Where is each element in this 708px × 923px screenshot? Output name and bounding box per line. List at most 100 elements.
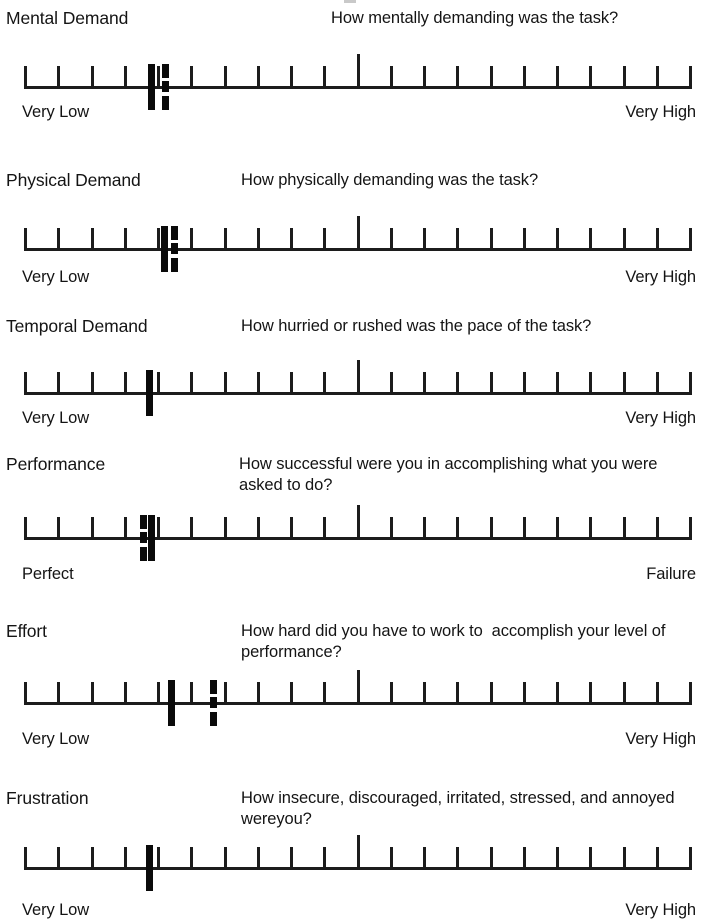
anchor-right-physical-demand: Very High [625, 268, 696, 286]
dimension-question-physical-demand: How physically demanding was the task? [241, 171, 539, 189]
scale-tick [389, 517, 393, 540]
response-mark-effort-2-seg1[interactable] [210, 680, 217, 694]
scale-tick [90, 372, 94, 395]
scale-tick [489, 847, 493, 870]
scale-tick [190, 66, 194, 89]
scale-tick [256, 372, 260, 395]
scale-tick [290, 228, 293, 251]
scale-tick [655, 517, 659, 540]
scale-tick [622, 372, 626, 395]
scale-tick [123, 228, 127, 251]
scale-tick [24, 682, 27, 705]
anchor-left-effort: Very Low [22, 730, 90, 748]
scale-tick [223, 682, 227, 705]
response-mark-physical-demand-2-seg3[interactable] [171, 258, 178, 272]
response-mark-performance-1-seg1[interactable] [140, 515, 147, 529]
scale-tick [323, 66, 327, 89]
scale-tick [689, 517, 692, 540]
rating-scale-performance[interactable] [0, 503, 708, 565]
scale-tick [290, 372, 293, 395]
anchor-left-frustration: Very Low [22, 901, 90, 919]
scale-tick-midpoint [356, 505, 360, 540]
anchor-right-temporal-demand: Very High [625, 409, 696, 427]
scale-tick [157, 847, 160, 870]
scale-tick [223, 517, 227, 540]
scale-tick [323, 847, 327, 870]
response-mark-effort-1[interactable] [168, 680, 175, 726]
response-mark-effort-2-seg3[interactable] [210, 712, 217, 726]
response-mark-performance-2[interactable] [148, 515, 155, 561]
dimension-title-effort: Effort [6, 621, 47, 641]
rating-scale-mental-demand[interactable] [0, 52, 708, 114]
response-mark-performance-1-seg3[interactable] [140, 547, 147, 561]
response-mark-physical-demand-2-seg2[interactable] [171, 243, 178, 254]
response-mark-performance-1-seg2[interactable] [140, 532, 147, 543]
scale-tick [290, 66, 293, 89]
scale-tick [323, 228, 327, 251]
response-mark-temporal-demand-1[interactable] [146, 370, 153, 416]
scale-tick [423, 66, 426, 89]
scale-tick [223, 66, 227, 89]
rating-scale-physical-demand[interactable] [0, 214, 708, 276]
anchor-left-performance: Perfect [22, 565, 74, 583]
scale-tick [190, 682, 194, 705]
scale-tick [389, 372, 393, 395]
response-mark-physical-demand-1[interactable] [161, 226, 168, 272]
scale-tick [123, 372, 127, 395]
scale-tick [323, 517, 327, 540]
scale-tick [389, 682, 393, 705]
response-mark-frustration-1[interactable] [146, 845, 153, 891]
scale-tick [290, 847, 293, 870]
scale-tick [489, 682, 493, 705]
scale-tick [57, 847, 61, 870]
scale-tick [90, 682, 94, 705]
response-mark-mental-demand-2-seg3[interactable] [162, 96, 169, 110]
dimension-title-performance: Performance [6, 454, 106, 474]
scale-tick [522, 228, 526, 251]
scale-tick [522, 847, 526, 870]
scale-tick-midpoint [356, 216, 360, 251]
dimension-question-performance: How successful were you in accomplishing… [239, 455, 662, 494]
scale-tick [456, 228, 460, 251]
scale-tick [256, 682, 260, 705]
scale-tick [24, 372, 27, 395]
scale-tick-midpoint [356, 54, 360, 89]
scale-tick [456, 66, 460, 89]
scale-tick [456, 847, 460, 870]
response-mark-mental-demand-2-seg1[interactable] [162, 64, 169, 78]
anchor-right-effort: Very High [625, 730, 696, 748]
scale-tick [589, 66, 593, 89]
anchor-right-frustration: Very High [625, 901, 696, 919]
scale-tick [589, 517, 593, 540]
scale-tick [423, 847, 426, 870]
response-mark-mental-demand-1[interactable] [148, 64, 155, 110]
scale-tick [290, 682, 293, 705]
scale-tick [456, 372, 460, 395]
rating-scale-effort[interactable] [0, 668, 708, 730]
scale-tick [157, 66, 160, 89]
scale-tick [456, 517, 460, 540]
scale-tick [556, 682, 559, 705]
scale-tick [24, 847, 27, 870]
scale-tick [689, 66, 692, 89]
scale-tick [123, 682, 127, 705]
scale-tick [556, 372, 559, 395]
anchor-right-performance: Failure [646, 565, 696, 583]
scale-tick [157, 372, 160, 395]
rating-scale-temporal-demand[interactable] [0, 358, 708, 420]
scale-tick-midpoint [356, 835, 360, 870]
dimension-question-frustration: How insecure, discouraged, irritated, st… [241, 789, 679, 828]
response-mark-physical-demand-2-seg1[interactable] [171, 226, 178, 240]
dimension-question-effort: How hard did you have to work to accompl… [241, 622, 670, 661]
scale-tick [589, 228, 593, 251]
scale-tick [556, 847, 559, 870]
scale-tick-strip [0, 503, 708, 540]
scale-tick [123, 66, 127, 89]
rating-scale-frustration[interactable] [0, 833, 708, 895]
scale-tick-strip [0, 833, 708, 870]
scale-tick [589, 682, 593, 705]
scale-tick-midpoint [356, 670, 360, 705]
response-mark-effort-2-seg2[interactable] [210, 697, 217, 708]
response-mark-mental-demand-2-seg2[interactable] [162, 81, 169, 92]
scale-tick [622, 66, 626, 89]
